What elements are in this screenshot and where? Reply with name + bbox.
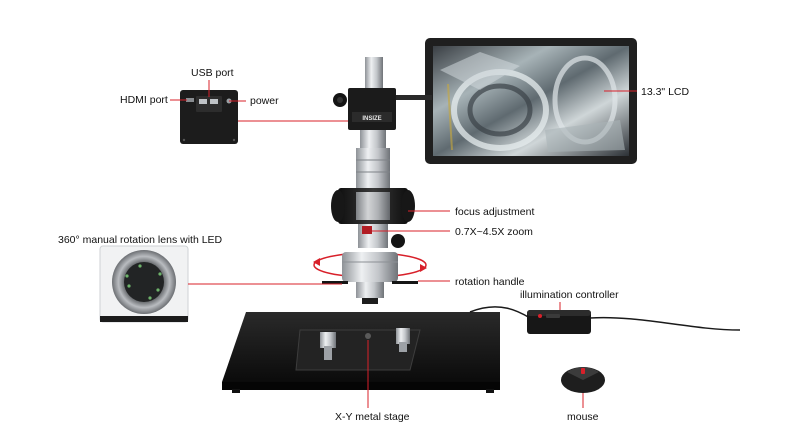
lcd-monitor	[425, 38, 637, 164]
stage-clip-right[interactable]	[396, 328, 410, 352]
callout-lines	[170, 80, 637, 408]
zoom-label: 0.7X~4.5X zoom	[455, 226, 533, 238]
power-cable	[589, 316, 741, 331]
zoom-indicator	[362, 226, 372, 234]
zoom-section[interactable]	[358, 224, 405, 248]
camera-box	[180, 90, 238, 144]
rotation-handle-right[interactable]	[392, 281, 418, 284]
rotation-ring[interactable]	[313, 252, 427, 304]
monitor-arm	[392, 95, 432, 100]
lens-closeup-inset	[99, 245, 189, 323]
stage-clip-left[interactable]	[320, 332, 336, 360]
stage-label: X-Y metal stage	[335, 411, 410, 423]
lcd-label: 13.3" LCD	[641, 86, 690, 98]
rotation-handle-label: rotation handle	[455, 276, 525, 288]
zoom-knob[interactable]	[391, 234, 405, 248]
rotation-handle-left[interactable]	[322, 281, 348, 284]
rotation-arrow-head-left	[313, 258, 320, 266]
rotation-lens-label: 360° manual rotation lens with LED	[58, 234, 223, 246]
mouse-scroll-wheel[interactable]	[581, 368, 585, 374]
illumination-controller-label: illumination controller	[520, 289, 619, 301]
zoom-body	[356, 148, 390, 188]
usb-connector	[199, 99, 207, 104]
mouse[interactable]	[561, 367, 605, 393]
support-post	[365, 57, 383, 91]
usb-port-label: USB port	[191, 67, 234, 79]
focus-knobs[interactable]	[331, 188, 415, 224]
focus-adjustment-label: focus adjustment	[455, 206, 535, 218]
brightness-dial[interactable]	[546, 314, 560, 318]
mouse-label: mouse	[567, 411, 599, 423]
microscope-head: INSIZE	[333, 57, 396, 188]
xy-metal-stage	[222, 312, 500, 393]
objective-lens	[362, 298, 378, 304]
illumination-controller[interactable]	[527, 310, 591, 334]
hdmi-port-label: HDMI port	[120, 94, 168, 106]
controller-cable	[469, 306, 531, 319]
rotation-arrow-head-right	[420, 264, 427, 272]
power-label: power	[250, 95, 279, 107]
controller-led	[538, 314, 542, 318]
brand-logo: INSIZE	[362, 116, 381, 122]
hdmi-connector	[186, 98, 194, 102]
